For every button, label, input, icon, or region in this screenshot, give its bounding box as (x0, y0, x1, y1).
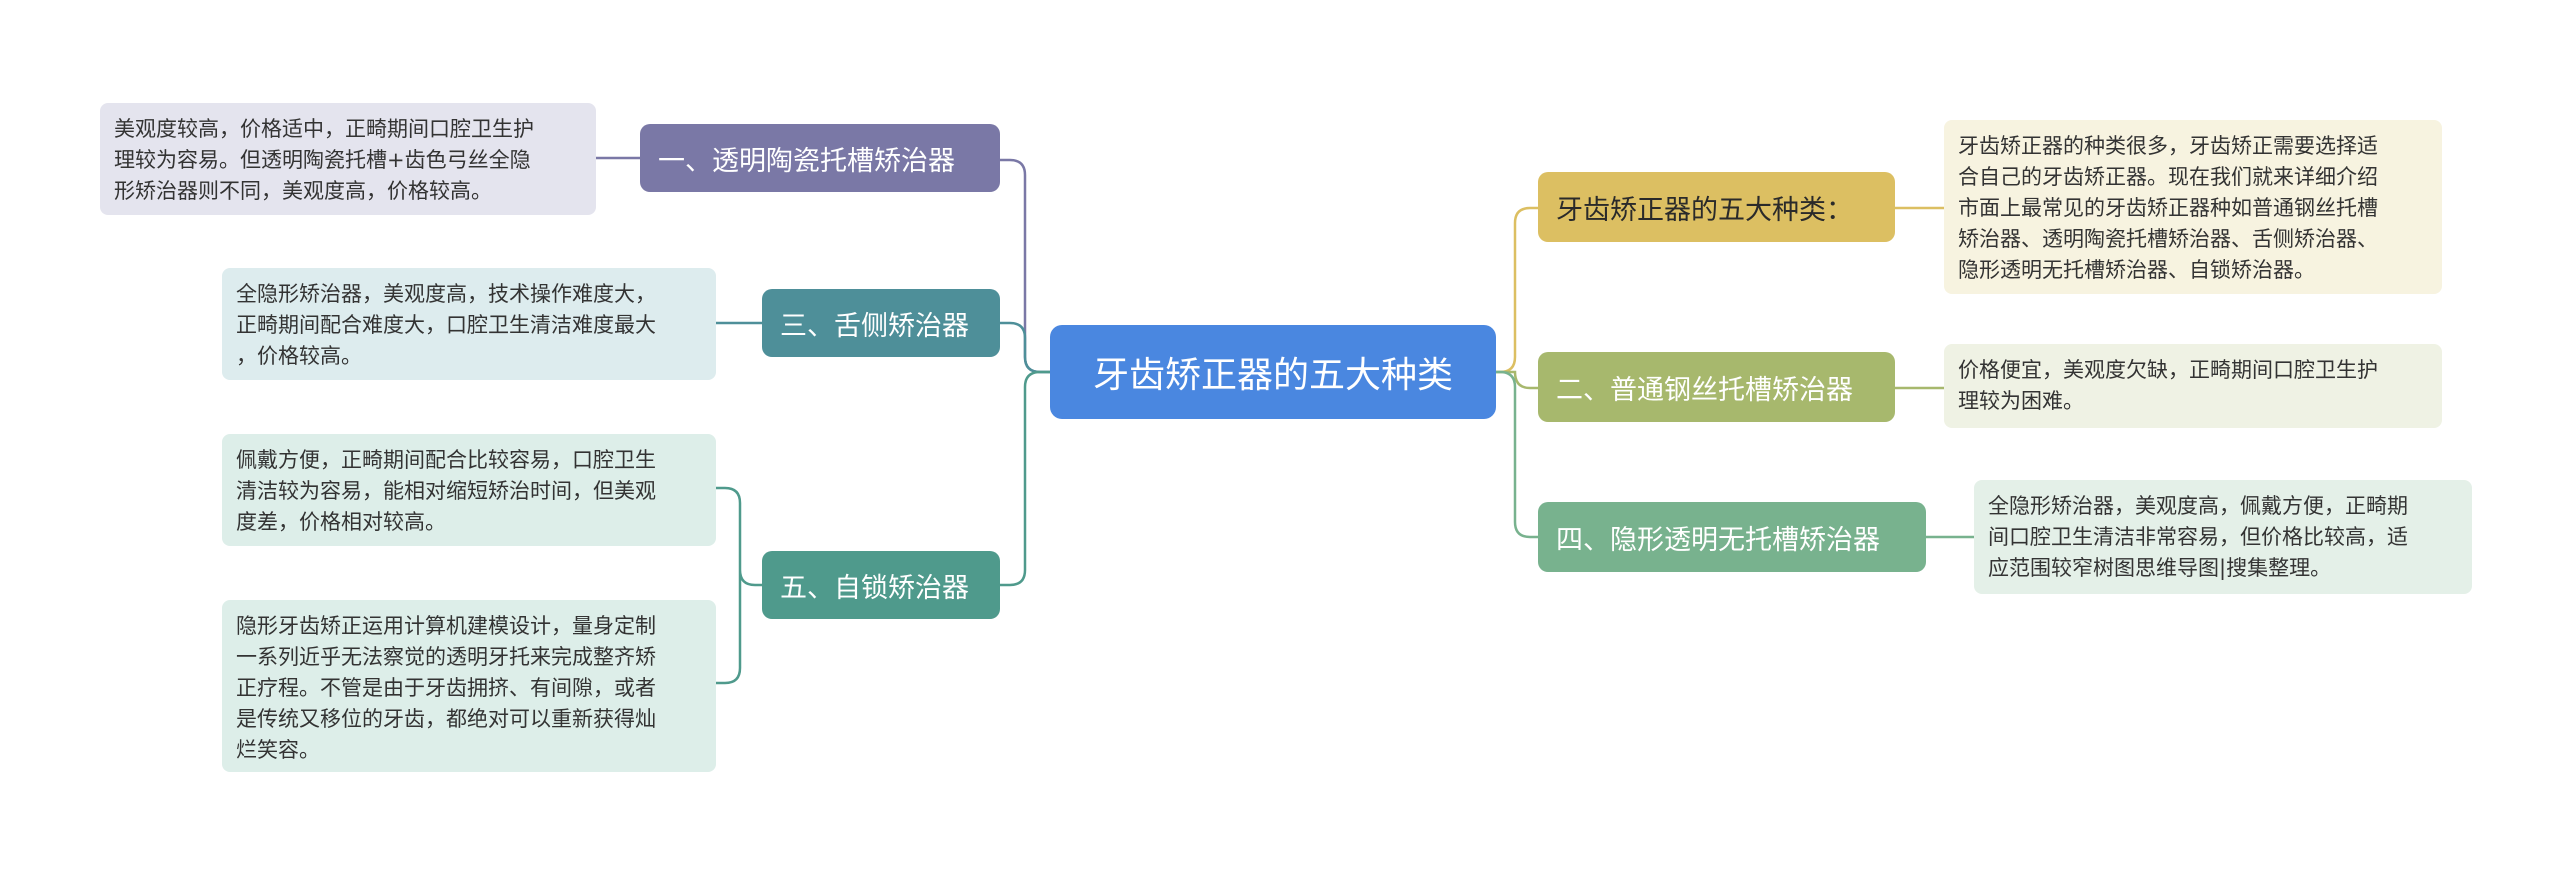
note-metal-bracket: 价格便宜，美观度欠缺，正畸期间口腔卫生护 理较为困难。 (1944, 344, 2442, 428)
note-lingual: 全隐形矫治器，美观度高，技术操作难度大， 正畸期间配合难度大，口腔卫生清洁难度最… (222, 268, 716, 380)
topic-label: 五、自锁矫治器 (780, 572, 969, 604)
note-five-types: 牙齿矫正器的种类很多，牙齿矫正需要选择适 合自己的牙齿矫正器。现在我们就来详细介… (1944, 120, 2442, 294)
topic-label: 四、隐形透明无托槽矫治器 (1556, 524, 1880, 556)
central-topic-label: 牙齿矫正器的五大种类 (1092, 355, 1453, 396)
connector-center-topic5 (1000, 370, 1050, 587)
topic-label: 三、舌侧矫治器 (780, 310, 969, 342)
note-clear-aligner: 全隐形矫治器，美观度高，佩戴方便，正畸期 间口腔卫生清洁非常容易，但价格比较高，… (1974, 480, 2472, 594)
note-self-ligating-2: 隐形牙齿矫正运用计算机建模设计，量身定制 一系列近乎无法察觉的透明牙托来完成整齐… (222, 600, 716, 772)
topic-metal-bracket[interactable]: 二、普通钢丝托槽矫治器 (1538, 352, 1895, 422)
central-topic[interactable]: 牙齿矫正器的五大种类 (1050, 325, 1496, 419)
connector-center-topic4 (1496, 370, 1538, 539)
topic-label: 牙齿矫正器的五大种类： (1556, 194, 1853, 226)
topic-lingual[interactable]: 三、舌侧矫治器 (762, 289, 1000, 357)
connector-center-topic3 (1000, 321, 1050, 374)
topic-clear-aligner[interactable]: 四、隐形透明无托槽矫治器 (1538, 502, 1926, 572)
connector-topic5-notes (716, 486, 762, 685)
topic-self-ligating[interactable]: 五、自锁矫治器 (762, 551, 1000, 619)
topic-ceramic-bracket[interactable]: 一、透明陶瓷托槽矫治器 (640, 124, 1000, 192)
topic-five-types[interactable]: 牙齿矫正器的五大种类： (1538, 172, 1895, 242)
topic-label: 二、普通钢丝托槽矫治器 (1556, 374, 1853, 406)
connector-center-topic2 (1496, 370, 1538, 390)
note-ceramic-bracket: 美观度较高，价格适中，正畸期间口腔卫生护 理较为容易。但透明陶瓷托槽+齿色弓丝全… (100, 103, 596, 215)
connector-center-intro (1496, 206, 1538, 374)
topic-label: 一、透明陶瓷托槽矫治器 (658, 145, 955, 177)
note-self-ligating-1: 佩戴方便，正畸期间配合比较容易，口腔卫生 清洁较为容易，能相对缩短矫治时间，但美… (222, 434, 716, 546)
